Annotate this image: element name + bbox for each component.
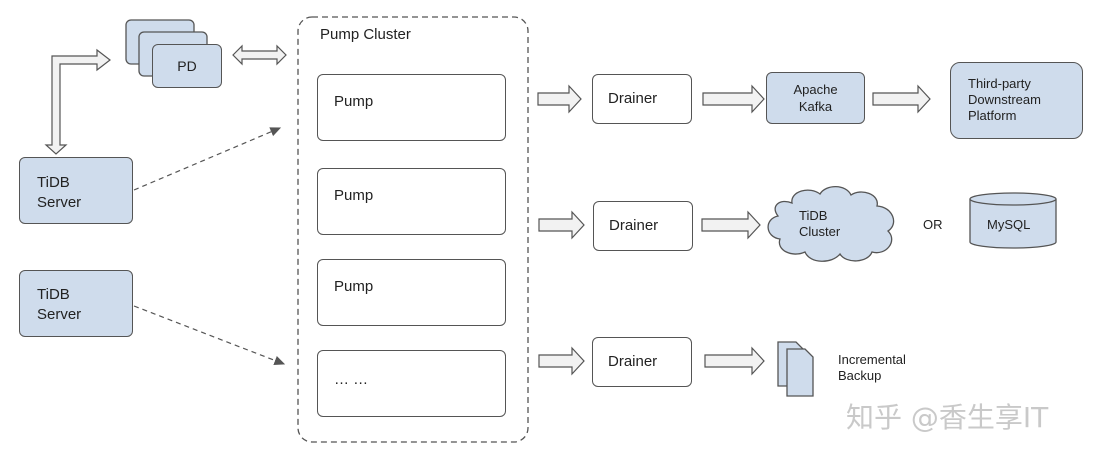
kafka-to-thirdparty-arrow bbox=[872, 84, 931, 114]
pump-node-1: Pump bbox=[317, 74, 506, 141]
mysql-label: MySQL bbox=[987, 217, 1031, 232]
kafka-line1: Apache bbox=[793, 82, 838, 97]
drainer-2-label: Drainer bbox=[609, 217, 659, 234]
tidb-server-2: TiDB Server bbox=[19, 270, 133, 337]
drainer-3-label: Drainer bbox=[608, 353, 658, 370]
pump-node-2-label: Pump bbox=[334, 187, 374, 204]
tidb-server-1: TiDB Server bbox=[19, 157, 133, 224]
pump-node-4: … … bbox=[317, 350, 506, 417]
kafka-line2: Kafka bbox=[798, 99, 833, 114]
tidb-server-2-line1: TiDB bbox=[37, 286, 70, 303]
drainer-1: Drainer bbox=[592, 74, 692, 124]
drainer3-to-backup-arrow bbox=[704, 346, 765, 376]
pd-node: PD bbox=[152, 44, 222, 88]
tidb-cluster-label: TiDB Cluster bbox=[799, 208, 840, 240]
third-party-line3: Platform bbox=[968, 108, 1017, 123]
third-party-line1: Third-party bbox=[968, 76, 1031, 91]
tidb2-dashed-arrow bbox=[133, 305, 286, 366]
pump-to-drainer2-arrow bbox=[538, 210, 585, 240]
watermark: 知乎 @香生享IT bbox=[846, 401, 1049, 434]
pd-pump-double-arrow bbox=[232, 44, 287, 66]
tidb-cluster-cloud bbox=[767, 185, 895, 262]
pd-label: PD bbox=[177, 58, 197, 74]
tidb-server-1-line1: TiDB bbox=[37, 174, 70, 191]
third-party-line2: Downstream bbox=[968, 92, 1041, 107]
tidb-server-2-line2: Server bbox=[37, 306, 82, 323]
pump-node-3: Pump bbox=[317, 259, 506, 326]
drainer2-to-tidbcluster-arrow bbox=[701, 210, 761, 240]
pump-to-drainer1-arrow bbox=[537, 84, 582, 114]
backup-line2: Backup bbox=[838, 368, 882, 383]
pump-node-2: Pump bbox=[317, 168, 506, 235]
tidb-cluster-line1: TiDB bbox=[799, 208, 828, 223]
drainer-2: Drainer bbox=[593, 201, 693, 251]
pump-cluster-title: Pump Cluster bbox=[320, 26, 411, 43]
backup-label: Incremental Backup bbox=[838, 352, 906, 384]
pump-node-4-label: … … bbox=[334, 371, 369, 388]
pump-to-drainer3-arrow bbox=[538, 346, 585, 376]
pump-node-1-label: Pump bbox=[334, 93, 374, 110]
pump-node-3-label: Pump bbox=[334, 278, 374, 295]
tidb-cluster-line2: Cluster bbox=[799, 224, 841, 239]
tidb-server-1-line2: Server bbox=[37, 194, 82, 211]
third-party-node: Third-party Downstream Platform bbox=[950, 62, 1083, 139]
mysql-cylinder bbox=[969, 192, 1057, 249]
drainer1-to-kafka-arrow bbox=[702, 84, 765, 114]
or-text: OR bbox=[923, 217, 943, 232]
backup-document-icon bbox=[777, 341, 814, 397]
pd-to-tidb-arrow bbox=[44, 48, 111, 155]
drainer-1-label: Drainer bbox=[608, 90, 658, 107]
drainer-3: Drainer bbox=[592, 337, 692, 387]
pump-cluster-container bbox=[297, 16, 529, 443]
tidb1-dashed-arrow bbox=[133, 127, 282, 191]
kafka-node: Apache Kafka bbox=[766, 72, 865, 124]
backup-line1: Incremental bbox=[838, 352, 906, 367]
